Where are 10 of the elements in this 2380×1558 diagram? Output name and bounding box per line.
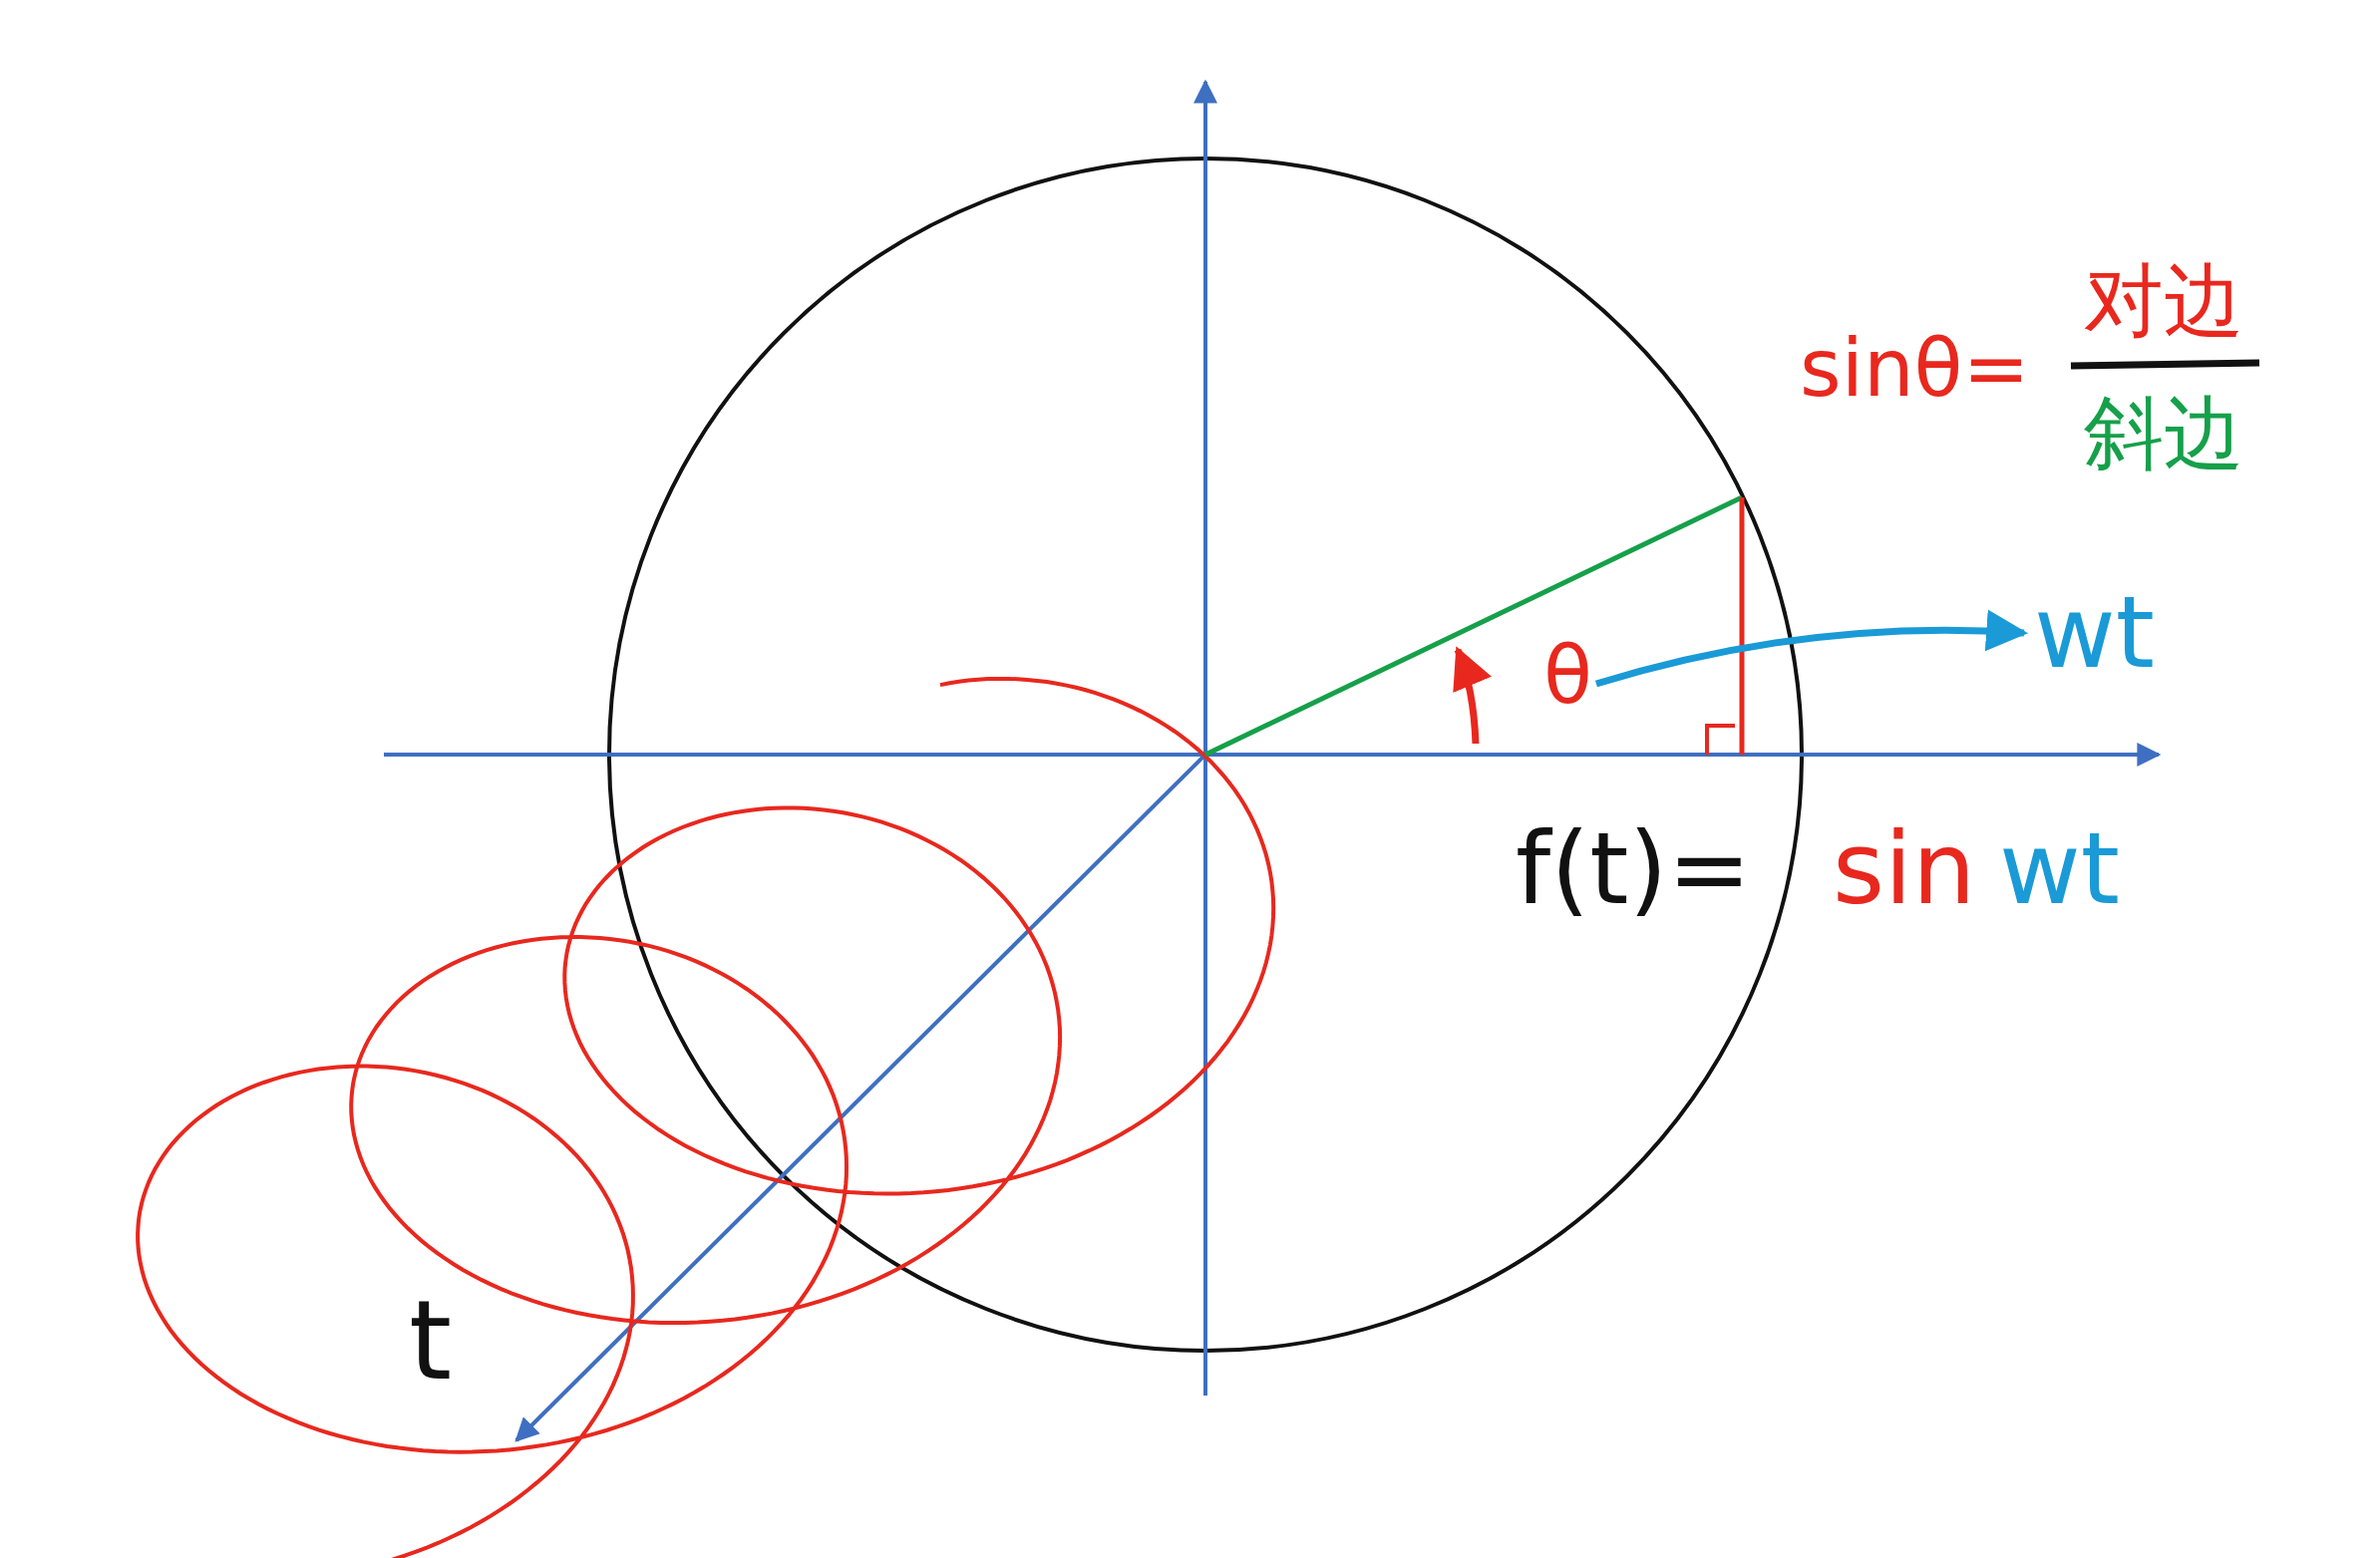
angle-label: θ: [1543, 636, 1592, 716]
t-axis-label: t: [409, 1286, 453, 1396]
function-formula: f(t)=: [1516, 819, 1752, 919]
function-formula: wt: [1999, 819, 2120, 919]
sine-formula: sinθ=: [1800, 329, 2030, 409]
denominator-text: 斜边: [2084, 394, 2243, 473]
omega-t-label: wt: [2034, 583, 2155, 683]
function-formula: sin: [1833, 819, 1976, 919]
numerator-text: 对边: [2084, 261, 2243, 341]
arrow: [1594, 610, 2029, 688]
